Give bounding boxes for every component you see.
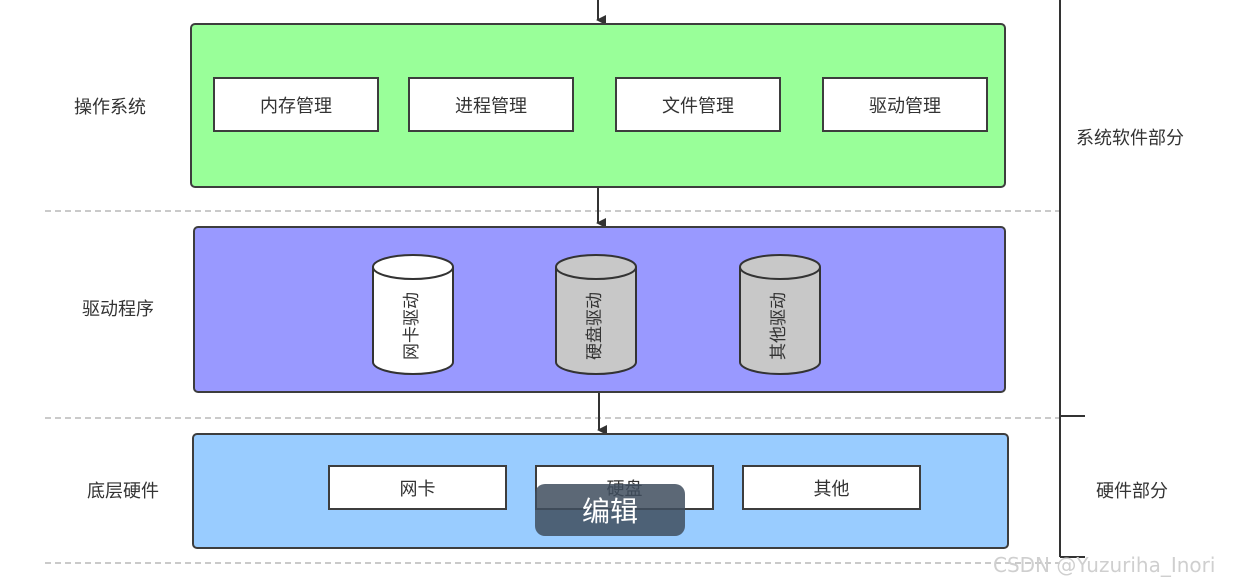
driver-label-disk: 硬盘驱动 xyxy=(585,292,605,360)
bracket-label-software: 系统软件部分 xyxy=(1076,128,1184,149)
row-label-driver: 驱动程序 xyxy=(82,299,154,320)
driver-label-nic: 网卡驱动 xyxy=(402,292,422,360)
cylinder-disk-driver[interactable] xyxy=(555,254,637,375)
edit-button[interactable]: 编辑 xyxy=(535,484,685,536)
cylinder-nic-driver[interactable] xyxy=(372,254,454,375)
cylinder-other-driver[interactable] xyxy=(739,254,821,375)
watermark: CSDN @Yuzuriha_Inori xyxy=(993,553,1216,577)
module-file-management[interactable]: 文件管理 xyxy=(615,77,781,132)
driver-label-other: 其他驱动 xyxy=(769,292,789,360)
module-process-management[interactable]: 进程管理 xyxy=(408,77,574,132)
row-label-os: 操作系统 xyxy=(74,97,146,118)
device-nic[interactable]: 网卡 xyxy=(328,465,507,510)
module-memory-management[interactable]: 内存管理 xyxy=(213,77,379,132)
row-label-hardware: 底层硬件 xyxy=(87,481,159,502)
device-other[interactable]: 其他 xyxy=(742,465,921,510)
bracket-label-hardware: 硬件部分 xyxy=(1096,481,1168,502)
module-driver-management[interactable]: 驱动管理 xyxy=(822,77,988,132)
